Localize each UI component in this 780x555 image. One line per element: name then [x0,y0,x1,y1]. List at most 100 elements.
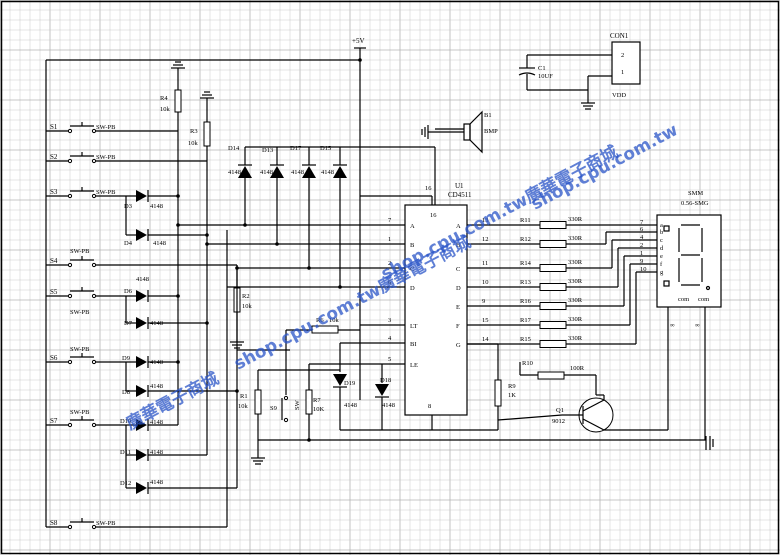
resistor-value: 330R [568,278,583,285]
display-seg-label: e [660,253,663,260]
svg-text:4148: 4148 [260,169,273,176]
ic-pin-name: BI [410,341,417,348]
svg-text:4148: 4148 [344,402,357,409]
svg-text:4148: 4148 [150,320,163,327]
svg-text:D4: D4 [124,240,133,247]
ic-pin-num: 2 [388,260,391,267]
svg-text:4148: 4148 [136,276,149,283]
ic-pin-name: LT [410,323,417,330]
s2-type: SW-PB [96,154,116,161]
ic-pin-name: LE [410,362,418,369]
svg-text:D11: D11 [120,449,131,456]
ic-pin-name: G [456,342,461,349]
ic-pin-num: 10 [482,279,489,286]
segment-resistor [539,340,567,348]
ic-cd4511: U1 CD4511 16 16 8 7A1B2C6D3LT4BI5LE13A12… [388,182,540,430]
ic-pin-num: 14 [482,336,489,343]
svg-text:4148: 4148 [228,169,241,176]
ic-pin-name: A [410,223,415,230]
svg-text:4148: 4148 [150,359,163,366]
svg-text:D19: D19 [344,380,355,387]
svg-text:4148: 4148 [150,479,163,486]
s6-type: SW-PB [70,346,90,353]
ic-pin-name: E [456,304,460,311]
resistor-value: 330R [568,235,583,242]
segment-resistor [539,221,567,229]
svg-text:4148: 4148 [150,203,163,210]
ic-body [404,204,468,416]
svg-text:R7: R7 [313,397,321,404]
resistor-ref: R14 [520,260,532,267]
resistor-value: 330R [568,335,583,342]
ic-pin-num: 11 [482,260,488,267]
svg-text:com: com [698,296,709,303]
svg-text:4148: 4148 [150,449,163,456]
svg-text:CD4511: CD4511 [448,191,472,199]
svg-text:VDD: VDD [612,92,626,99]
ic-pin-num: 5 [388,356,391,363]
switch-column: S1 SW-PB S2 SW-PB S3 SW-PB S4 SW-PB [45,59,360,530]
display-pin-num: 4 [640,234,644,241]
switch-s5: S5 SW-PB [46,287,136,324]
display-seg-label: c [660,237,663,244]
resistor-ref: R15 [520,336,531,343]
svg-text:D7: D7 [124,320,133,327]
ic-pin-num: 1 [388,236,391,243]
svg-text:10k: 10k [238,403,249,410]
svg-text:D6: D6 [124,288,133,295]
segment-resistor [539,283,567,291]
svg-text:4148: 4148 [153,240,166,247]
s3-label: S3 [50,188,58,196]
svg-text:D10: D10 [120,418,131,425]
ic-pin-name: B [410,242,415,249]
svg-text:∞: ∞ [670,322,675,329]
ic-pin-name: A [456,223,461,230]
svg-text:com: com [678,296,689,303]
data-bus: R4 10k R3 10k R2 10k [160,61,405,488]
transistor-q1: R9 1K R10 100R Q1 9012 [340,328,714,450]
s8-label: S8 [50,519,58,527]
ic-pin-num: 9 [482,298,485,305]
svg-text:D3: D3 [124,203,132,210]
resistor-ref: R13 [520,279,531,286]
svg-text:16: 16 [430,212,437,219]
display-body [656,214,722,308]
ic-pin-num: 13 [482,217,489,224]
switch-s4: S4 SW-PB [46,248,237,268]
svg-text:R1: R1 [240,393,248,400]
display-pin-num: 6 [640,226,644,233]
svg-text:4148: 4148 [150,383,163,390]
svg-text:BMP: BMP [484,128,498,135]
svg-text:C1: C1 [538,65,546,72]
svg-text:SMM: SMM [688,190,703,197]
svg-text:Q1: Q1 [556,407,564,414]
ic-pin-name: C [456,266,460,273]
s5-type: SW-PB [70,309,90,316]
switch-s3: S3 SW-PB [46,187,136,236]
switch-s7: S7 SW-PB [46,409,136,489]
display-seg-label: d [660,245,664,252]
svg-text:D8: D8 [122,389,130,396]
svg-text:1K: 1K [508,392,516,399]
ic-pin-num: 12 [482,236,489,243]
svg-text:10k: 10k [329,317,340,324]
svg-text:4148: 4148 [382,402,395,409]
switch-s8: S8 SW-PB [46,230,228,530]
svg-text:D12: D12 [120,480,131,487]
ic-pin-num: 4 [388,335,392,342]
resistor-ref: R16 [520,298,532,305]
switch-s6: S6 SW-PB [46,346,136,392]
ic-pin-name: C [410,266,414,273]
resistor-value: 330R [568,297,583,304]
svg-text:D9: D9 [122,355,130,362]
svg-text:4148: 4148 [150,419,163,426]
vcc-label: +5V [352,37,365,45]
segment-resistor [539,321,567,329]
svg-text:R4: R4 [160,95,168,102]
svg-text:∞: ∞ [695,322,700,329]
resistor-value: 330R [568,216,583,223]
